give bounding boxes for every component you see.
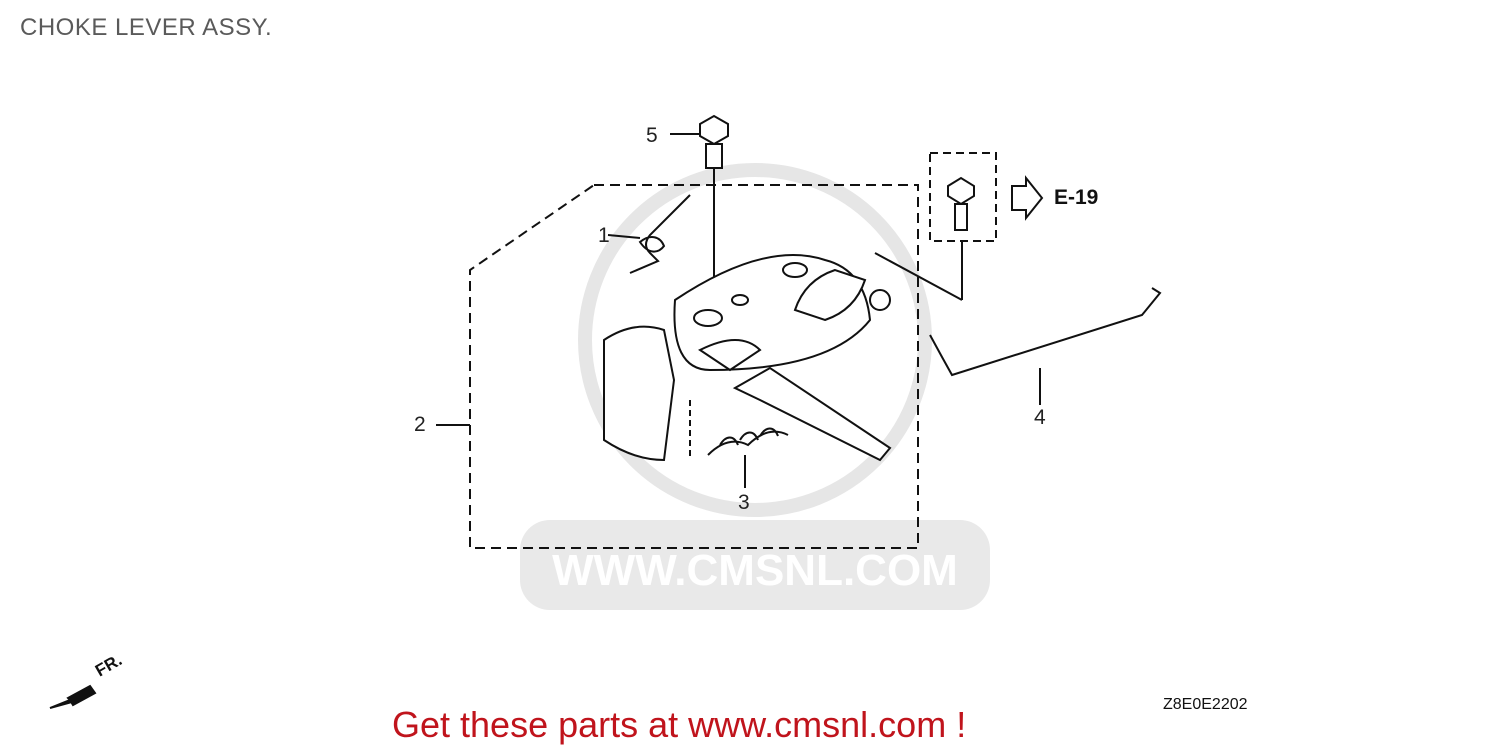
spring-part-3 bbox=[707, 427, 789, 488]
watermark-text: WWW.CMSNL.COM bbox=[552, 546, 958, 595]
promo-link-text[interactable]: Get these parts at www.cmsnl.com ! bbox=[392, 704, 967, 745]
reference-label: E-19 bbox=[1054, 186, 1099, 209]
callout-1: 1 bbox=[598, 224, 610, 247]
callout-2: 2 bbox=[414, 413, 426, 436]
choke-rod-part-4 bbox=[929, 287, 1162, 405]
callout-5: 5 bbox=[646, 124, 658, 147]
diagram-code: Z8E0E2202 bbox=[1163, 696, 1248, 713]
choke-base-plate bbox=[603, 254, 891, 462]
callout-3: 3 bbox=[738, 491, 750, 514]
spring-part-1 bbox=[607, 194, 691, 274]
reference-box bbox=[874, 152, 1044, 301]
callout-4: 4 bbox=[1034, 406, 1046, 429]
diagram-title: CHOKE LEVER ASSY. bbox=[20, 14, 273, 41]
watermark-logo bbox=[520, 163, 990, 610]
front-direction-arrow bbox=[49, 684, 97, 709]
choke-lever bbox=[689, 366, 892, 462]
